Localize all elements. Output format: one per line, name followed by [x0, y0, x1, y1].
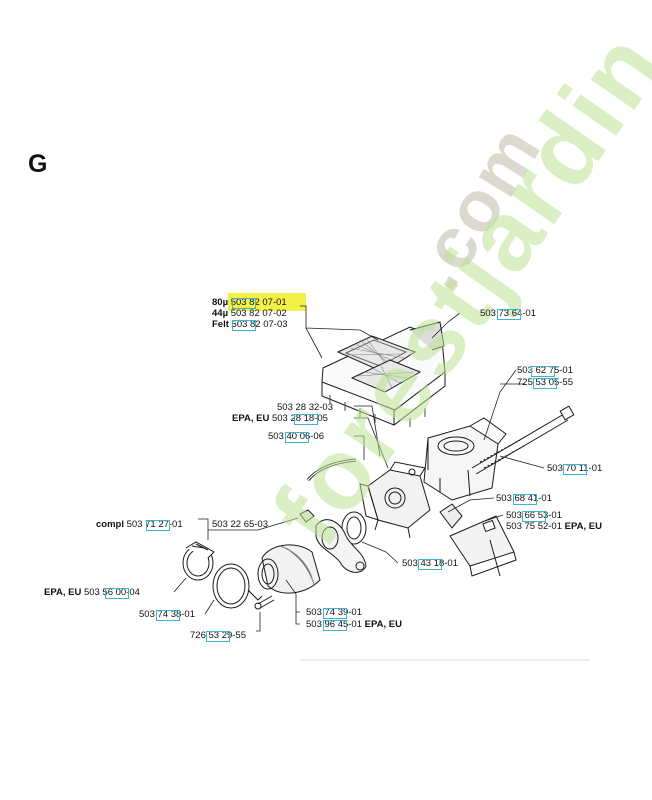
part-label-p7: 503 28 32-03: [277, 402, 333, 413]
section-letter: G: [28, 150, 48, 178]
link-box[interactable]: [563, 464, 587, 475]
part-qualifier: EPA, EU: [232, 413, 270, 424]
carburettor: [359, 461, 431, 539]
left-clamp: [182, 541, 215, 581]
part-label-p14: compl 503 71 27-01: [96, 519, 183, 530]
link-box[interactable]: [232, 320, 256, 331]
part-suffix: EPA, EU: [364, 619, 402, 630]
part-number: 725 53 05-55: [517, 377, 573, 388]
hose-clamp: [212, 563, 263, 609]
leader-lines: [173, 305, 545, 632]
part-number: 503 82 07-02: [230, 308, 287, 319]
link-box[interactable]: [533, 378, 557, 389]
link-box[interactable]: [531, 366, 555, 377]
part-label-p3: Felt 503 82 07-03: [212, 319, 288, 330]
part-number: 503 73 64-01: [480, 308, 536, 319]
carburettor-housing: [423, 417, 507, 501]
part-number: 503 56 00-04: [83, 587, 140, 598]
intake-manifold: [257, 544, 321, 594]
part-number: 503 96 45-01: [306, 619, 362, 630]
fuel-line: [306, 458, 357, 482]
part-qualifier: compl: [96, 519, 124, 530]
part-label-p16: 503 43 18-01: [402, 558, 458, 569]
link-box[interactable]: [323, 608, 347, 619]
part-label-p17: EPA, EU 503 56 00-04: [44, 587, 140, 598]
part-number: 503 71 27-01: [126, 519, 183, 530]
part-number: 503 82 07-03: [231, 319, 288, 330]
part-number: 503 68 41-01: [496, 493, 552, 504]
link-box[interactable]: [522, 511, 546, 522]
link-box[interactable]: [497, 309, 521, 320]
part-number: 503 74 38-01: [139, 609, 195, 620]
part-suffix: EPA, EU: [564, 521, 602, 532]
part-qualifier: 80µ: [212, 297, 229, 308]
link-box[interactable]: [105, 588, 129, 599]
highlight-marker: [228, 293, 306, 311]
small-nut: [299, 509, 315, 523]
part-label-p11: 503 68 41-01: [496, 493, 552, 504]
part-label-p19: 503 74 39-01: [306, 607, 362, 618]
part-label-p5: 503 62 75-01: [517, 365, 573, 376]
part-label-p9: 503 40 06-06: [268, 431, 324, 442]
part-label-p10: 503 70 11-01: [547, 463, 602, 474]
link-box[interactable]: [323, 620, 347, 631]
link-box[interactable]: [146, 520, 170, 531]
part-number: 503 70 11-01: [547, 463, 603, 474]
part-label-p8: EPA, EU 503 28 18-05: [232, 413, 328, 424]
part-label-p21: 726 53 29-55: [190, 630, 246, 641]
link-box[interactable]: [294, 414, 318, 425]
part-label-p6: 725 53 05-55: [517, 377, 573, 388]
long-bolt: [471, 405, 575, 475]
choke-parts: [439, 503, 517, 577]
part-label-p15: 503 22 65-03: [212, 519, 268, 530]
part-label-p12: 503 66 53-01: [506, 510, 562, 521]
link-box[interactable]: [232, 298, 256, 309]
part-number: 503 62 75-01: [517, 365, 573, 376]
part-label-p13: 503 75 52-01 EPA, EU: [506, 521, 602, 532]
part-number: 503 75 52-01: [506, 521, 562, 532]
part-qualifier: Felt: [212, 319, 229, 330]
part-number: 503 22 65-03: [212, 519, 268, 530]
link-box[interactable]: [285, 432, 309, 443]
air-filter: [321, 321, 446, 427]
flange: [315, 519, 367, 573]
part-qualifier: 44µ: [212, 308, 229, 319]
screw: [254, 595, 275, 610]
part-label-p4: 503 73 64-01: [480, 308, 536, 319]
link-box[interactable]: [513, 494, 537, 505]
part-label-p1: 80µ 503 82 07-01: [212, 297, 287, 308]
part-label-p2: 44µ 503 82 07-02: [212, 308, 287, 319]
link-box[interactable]: [418, 559, 442, 570]
part-qualifier: EPA, EU: [44, 587, 82, 598]
part-number: 503 28 18-05: [271, 413, 328, 424]
link-box[interactable]: [206, 631, 230, 642]
part-number: 503 40 06-06: [268, 431, 324, 442]
part-number: 503 43 18-01: [402, 558, 458, 569]
link-box[interactable]: [156, 610, 180, 621]
part-number: 503 66 53-01: [506, 510, 562, 521]
part-number: 726 53 29-55: [190, 630, 246, 641]
part-label-p18: 503 74 38-01: [139, 609, 195, 620]
part-number: 503 28 32-03: [277, 402, 333, 413]
part-label-p20: 503 96 45-01 EPA, EU: [306, 619, 402, 630]
part-number: 503 74 39-01: [306, 607, 362, 618]
part-number: 503 82 07-01: [230, 297, 287, 308]
